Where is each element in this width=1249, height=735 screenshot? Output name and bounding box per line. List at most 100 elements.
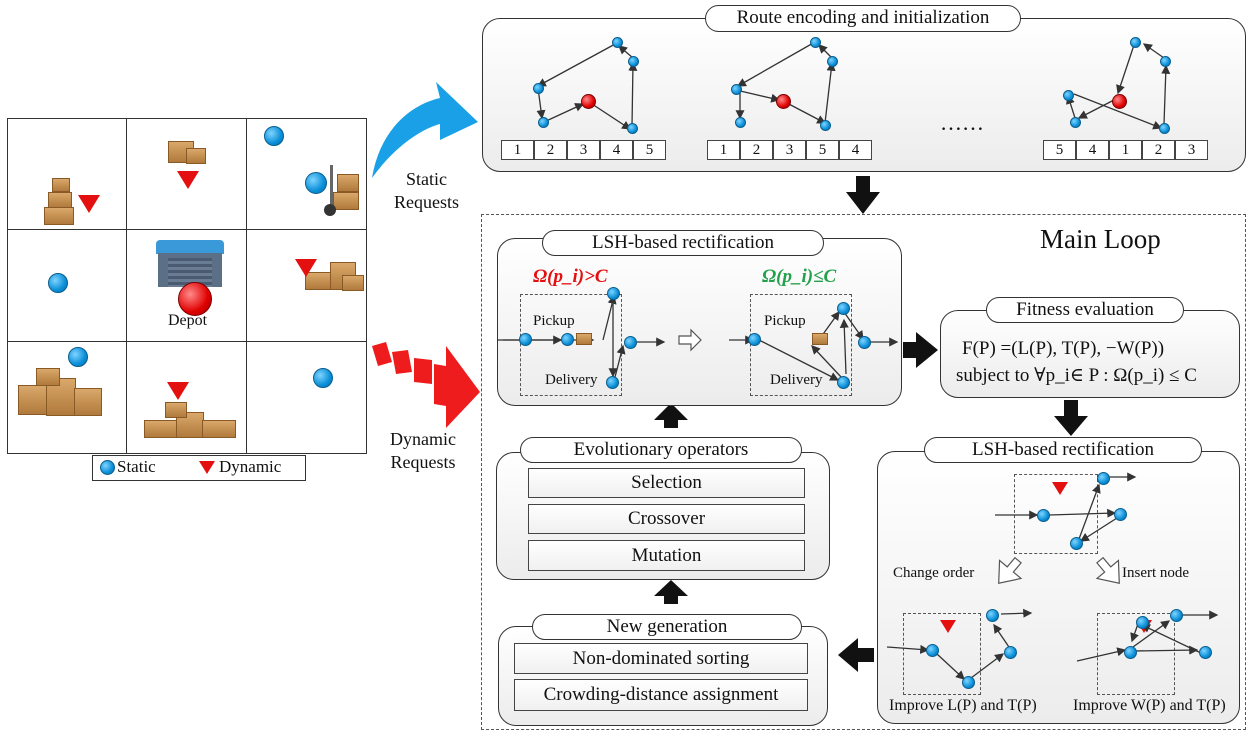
- sequence-cell: 3: [1175, 140, 1208, 160]
- sequence-cell: 5: [1043, 140, 1076, 160]
- improve-wt-label: Improve W(P) and T(P): [1073, 697, 1226, 714]
- fitness-panel: [940, 310, 1240, 398]
- static-legend-icon: [100, 460, 115, 475]
- fitness-formula: F(P) =(L(P), T(P), −W(P)): [962, 338, 1165, 359]
- change-order-frame: [903, 613, 981, 695]
- sequence-cell: 1: [1109, 140, 1142, 160]
- sequence-cell: 2: [1142, 140, 1175, 160]
- sequence-cell: 1: [501, 140, 534, 160]
- dynamic-flow-arrow: [372, 342, 480, 428]
- sequence-cell: 2: [534, 140, 567, 160]
- sequence-cell: 3: [773, 140, 806, 160]
- delivery-label-left: Delivery: [545, 372, 598, 388]
- dynamic-request-marker: [177, 171, 199, 189]
- route-sequence-3: 5 4 1 2 3: [1043, 140, 1208, 160]
- main-loop-frame: [481, 214, 1246, 730]
- lsh-bottom-title: LSH-based rectification: [924, 437, 1202, 463]
- main-loop-title: Main Loop: [1040, 224, 1161, 254]
- transform-arrow: [678, 328, 702, 352]
- dynamic-request-marker: [78, 195, 100, 213]
- sequence-ellipsis: ……: [940, 110, 984, 135]
- delivery-label-right: Delivery: [770, 372, 823, 388]
- legend-static-label: Static: [117, 457, 156, 476]
- dynamic-request-marker: [1052, 482, 1068, 495]
- mutation-box: Mutation: [528, 540, 805, 571]
- lsh-bottom-panel: [877, 451, 1240, 724]
- route-node: [627, 123, 638, 134]
- non-dominated-sorting-box: Non-dominated sorting: [514, 643, 808, 674]
- down-arrow-1: [846, 176, 880, 214]
- dynamic-requests-label: Dynamic Requests: [390, 429, 456, 472]
- sequence-cell: 2: [740, 140, 773, 160]
- static-request-node: [313, 368, 333, 388]
- left-arrow-newgen: [838, 638, 874, 672]
- route-node: [1160, 56, 1171, 67]
- crowding-distance-box: Crowding-distance assignment: [514, 679, 808, 711]
- dynamic-request-marker: [167, 382, 189, 400]
- static-request-node: [305, 172, 327, 194]
- route-node: [810, 37, 821, 48]
- fitness-title: Fitness evaluation: [986, 297, 1184, 323]
- route-node: [731, 84, 742, 95]
- static-requests-label: Static Requests: [394, 169, 459, 212]
- lsh-top-graphs: [497, 294, 899, 382]
- improve-lt-label: Improve L(P) and T(P): [889, 697, 1037, 714]
- sequence-cell: 3: [567, 140, 600, 160]
- route-node: [735, 117, 746, 128]
- change-order-label: Change order: [893, 565, 975, 581]
- static-request-node: [68, 347, 88, 367]
- sequence-cell: 4: [839, 140, 872, 160]
- lsh-bottom-graphs: [886, 472, 1219, 680]
- new-generation-title: New generation: [532, 614, 802, 640]
- legend: Static Dynamic: [92, 455, 306, 481]
- route-node: [538, 117, 549, 128]
- static-flow-arrow: [372, 82, 478, 178]
- new-generation-panel: [498, 626, 828, 726]
- pickup-label-right: Pickup: [764, 313, 806, 329]
- route-node: [827, 56, 838, 67]
- sequence-cell: 5: [633, 140, 666, 160]
- route-node: [612, 37, 623, 48]
- route-depot-node: [776, 94, 791, 109]
- route-sequence-2: 1 2 3 5 4: [707, 140, 872, 160]
- sequence-cell: 4: [1076, 140, 1109, 160]
- grid-cell: [246, 341, 367, 454]
- sequence-cell: 5: [806, 140, 839, 160]
- static-request-node: [48, 273, 68, 293]
- fitness-constraint: subject to ∀p_i∈ P : Ω(p_i) ≤ C: [956, 365, 1197, 386]
- route-node: [533, 83, 544, 94]
- dynamic-legend-icon: [199, 461, 215, 474]
- route-sequence-1: 1 2 3 4 5: [501, 140, 666, 160]
- satisfied-label: Ω(p_i)≤C: [762, 266, 837, 287]
- change-order-arrow: [998, 556, 1023, 585]
- violated-label: Ω(p_i)>C: [533, 266, 608, 287]
- insert-node-arrow: [1095, 556, 1120, 585]
- route-node: [820, 120, 831, 131]
- depot-label: Depot: [168, 312, 208, 329]
- legend-dynamic-label: Dynamic: [219, 457, 282, 476]
- route-node: [1063, 90, 1074, 101]
- evolutionary-title: Evolutionary operators: [520, 437, 802, 463]
- route-node: [1159, 123, 1170, 134]
- down-arrow-2: [1054, 400, 1088, 436]
- pickup-label-left: Pickup: [533, 313, 575, 329]
- route-node: [1070, 117, 1081, 128]
- route-depot-node: [1112, 94, 1127, 109]
- sequence-cell: 1: [707, 140, 740, 160]
- route-graph-2: [735, 41, 836, 124]
- up-arrow-1: [654, 580, 688, 604]
- static-request-node: [264, 126, 284, 146]
- right-arrow-fitness: [903, 332, 938, 368]
- dynamic-request-marker: [295, 259, 317, 277]
- up-arrow-2: [654, 403, 688, 428]
- selection-box: Selection: [528, 468, 805, 498]
- lsh-top-title: LSH-based rectification: [542, 230, 824, 256]
- dynamic-request-marker: [940, 620, 956, 633]
- insert-node-frame: [1097, 613, 1175, 695]
- insert-node-label: Insert node: [1122, 565, 1190, 581]
- sequence-cell: 4: [600, 140, 633, 160]
- depot-node: [178, 282, 212, 316]
- crossover-box: Crossover: [528, 504, 805, 534]
